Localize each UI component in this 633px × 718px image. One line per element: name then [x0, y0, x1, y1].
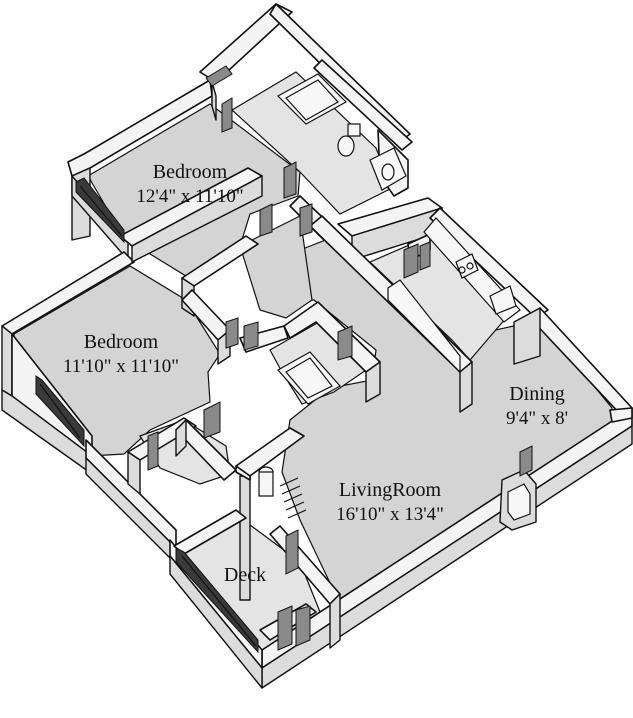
room-labels: Bedroom 12'4" x 11'10" Bedroom 11'10" x …	[63, 161, 568, 586]
floor-hallway	[239, 215, 313, 319]
bedroom-1-dimensions: 12'4" x 11'10"	[136, 186, 243, 207]
deck-name: Deck	[224, 564, 266, 586]
bathtub-2	[277, 351, 341, 405]
bedroom-1-name: Bedroom	[153, 161, 228, 183]
windows	[35, 177, 537, 654]
bathtub-1	[277, 73, 347, 125]
fixtures	[258, 73, 521, 519]
toilet-1	[337, 135, 355, 157]
peninsula-counter	[387, 279, 461, 374]
dining-name: Dining	[509, 383, 565, 405]
living-room-dimensions: 16'10" x 13'4"	[336, 504, 444, 525]
bedroom-2-name: Bedroom	[84, 331, 159, 353]
bedroom-2-dimensions: 11'10" x 11'10"	[63, 356, 179, 377]
doors	[147, 65, 533, 651]
living-room-name: LivingRoom	[339, 479, 442, 501]
dining-dimensions: 9'4" x 8'	[506, 408, 568, 429]
sink-1	[369, 147, 407, 191]
